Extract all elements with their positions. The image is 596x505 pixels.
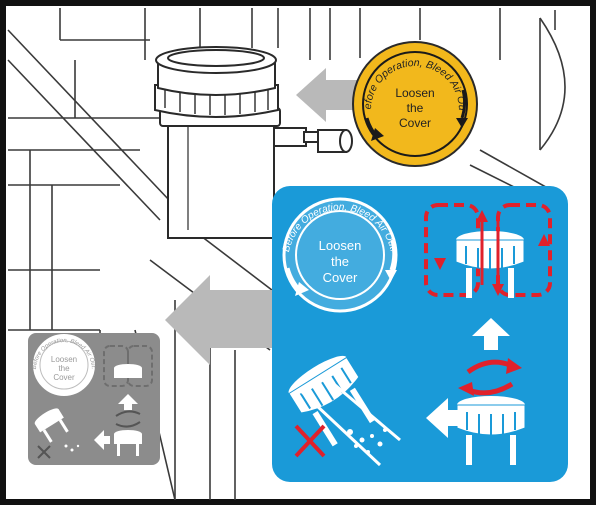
rotate-arrow-icon — [456, 118, 468, 128]
blue-badge-line3: Cover — [323, 270, 358, 285]
blue-badge-line2: the — [331, 254, 349, 269]
left-arrow-icon — [426, 398, 460, 438]
small-badge-line3: Cover — [53, 373, 75, 382]
filter-housing — [154, 46, 353, 239]
machine-line-art — [7, 8, 566, 501]
bleed-air-cap-icon — [424, 203, 552, 298]
blue-instruction-panel: Before Operation, Bleed Air Out. Loosen … — [272, 186, 568, 482]
small-badge-line2: the — [58, 364, 70, 373]
small-badge-line1: Loosen — [51, 355, 77, 364]
blue-badge-line1: Loosen — [319, 238, 362, 253]
rotate-arrow-icon — [295, 282, 309, 296]
rotate-arrow-icon — [385, 270, 397, 281]
yellow-sticker-line1: Loosen — [395, 86, 434, 100]
small-up-arrow-icon — [118, 394, 138, 410]
yellow-sticker-line3: Cover — [399, 116, 431, 130]
arrow-to-small-panel-icon — [165, 275, 272, 365]
loosen-cover-badge: Before Operation, Bleed Air Out. Loosen … — [281, 197, 399, 313]
up-arrow-icon — [472, 318, 510, 350]
loosened-cap-icon — [456, 396, 526, 465]
arrow-to-cap-icon — [296, 68, 363, 122]
rotate-arrow-icon — [371, 128, 384, 141]
small-label-panel: Before Operation, Bleed Air Out. Loosen … — [28, 333, 160, 465]
small-left-arrow-icon — [94, 430, 110, 450]
yellow-sticker-line2: the — [407, 101, 424, 115]
wrong-tilted-cap-icon — [288, 355, 401, 467]
